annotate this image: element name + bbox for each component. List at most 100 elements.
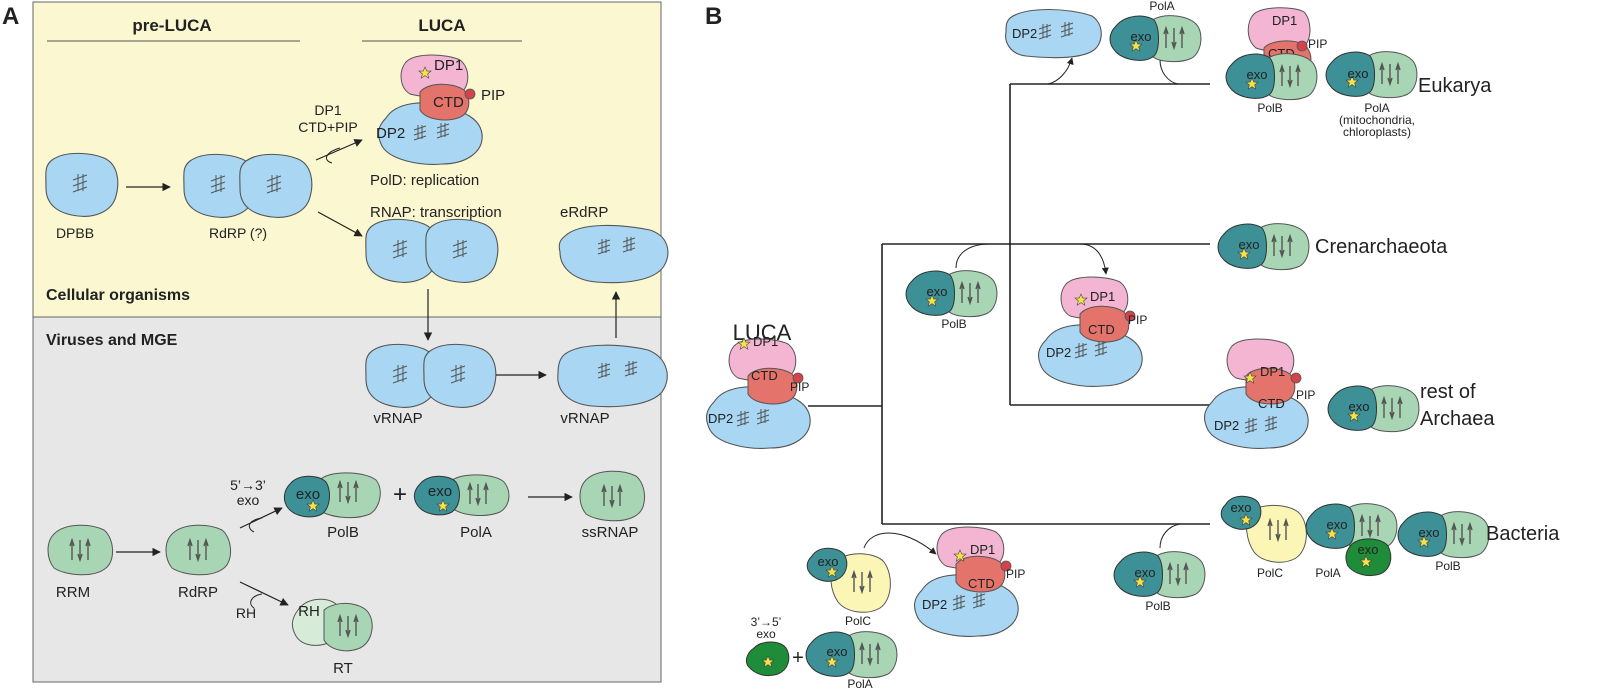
pold-a-ctd: CTD (433, 94, 464, 111)
bacteria-label: Bacteria (1486, 523, 1560, 545)
pold-a-dp2: DP2 (376, 125, 405, 142)
vrnap-label-1: vRNAP (373, 410, 422, 427)
luca-heading: LUCA (418, 16, 465, 35)
bottom-ctd: CTD (968, 576, 995, 591)
rest-archaea-pip: PIP (1296, 388, 1315, 402)
rest-archaea-dp1: DP1 (1260, 364, 1285, 379)
ctd-pip-arrow-label: CTD+PIP (298, 119, 358, 135)
eukarya-label: Eukarya (1418, 75, 1492, 97)
exo-5-3-arrow-label: 5’→3’ (230, 477, 266, 493)
exo-3-5-label-bottom: exo (756, 627, 776, 641)
eukarya-pola-top-label: PolA (1149, 0, 1174, 13)
archaea-label: Archaea (1420, 408, 1495, 430)
bacteria-branch-polb-exo: exo (1135, 565, 1156, 580)
rrm-protein (47, 524, 114, 576)
cellular-organisms-region (32, 1, 662, 318)
bacteria-branch-polb-label: PolB (1145, 599, 1170, 613)
bottom-polc (806, 547, 891, 613)
crenarchaeota-polb (1218, 224, 1309, 270)
free-exo-domain (745, 641, 790, 677)
panel-b-letter: B (705, 3, 722, 30)
phylogenetic-tree (808, 83, 1210, 525)
eukarya-polb (1226, 54, 1317, 100)
mid-pip: PIP (1128, 313, 1147, 327)
bottom-dp1: DP1 (970, 542, 995, 557)
mid-dp2: DP2 (1046, 345, 1071, 360)
dpbb-protein (45, 152, 119, 217)
bottom-pola-exo: exo (827, 644, 848, 659)
rest-of-label: rest of (1420, 381, 1476, 403)
luca-dp2: DP2 (708, 411, 733, 426)
pold-replication-caption: PolD: replication (370, 172, 479, 189)
rest-archaea-dp2: DP2 (1214, 418, 1239, 433)
erdrp-protein (558, 224, 669, 284)
exo-3-5-label: 3’→5’ (751, 615, 782, 629)
bottom-pola (806, 632, 897, 678)
bacteria-pola-exo2: exo (1358, 542, 1379, 557)
polb-a-exo: exo (296, 486, 320, 503)
archaea-polb-branch (906, 271, 997, 317)
mid-ctd: CTD (1088, 322, 1115, 337)
pold-a-dp1: DP1 (434, 57, 463, 74)
bottom-pip: PIP (1006, 567, 1025, 581)
pola-mito-line3: chloroplasts) (1343, 125, 1411, 139)
polb-a-label: PolB (327, 524, 359, 541)
crenarchaeota-exo: exo (1239, 237, 1260, 252)
bottom-pola-label: PolA (847, 677, 872, 691)
vrnap-label-2: vRNAP (560, 410, 609, 427)
rnap-transcription-caption: RNAP: transcription (370, 204, 502, 221)
pola-mito-line2: (mitochondria, (1339, 113, 1415, 127)
bacteria-pola-label: PolA (1315, 566, 1340, 580)
luca-ctd: CTD (751, 368, 778, 383)
plus-a: + (393, 481, 407, 508)
mid-dp1: DP1 (1090, 289, 1115, 304)
dp1-arrow-label: DP1 (314, 102, 341, 118)
pola-a-label: PolA (460, 524, 492, 541)
eukarya-dp2-protein (1005, 8, 1102, 59)
crenarchaeota-label: Crenarchaeota (1315, 236, 1448, 258)
bottom-pold (913, 526, 1019, 637)
bacteria-pola-exo: exo (1327, 517, 1348, 532)
rt-label: RT (333, 660, 353, 677)
bottom-dp2: DP2 (922, 597, 947, 612)
eukarya-pola-top-exo: exo (1131, 29, 1152, 44)
ssrnap-label: ssRNAP (582, 524, 639, 541)
eukarya-dp2-label: DP2 (1012, 26, 1037, 41)
bacteria-polc-exo: exo (1231, 500, 1252, 515)
bottom-polc-exo: exo (818, 554, 839, 569)
viruses-mge-label: Viruses and MGE (46, 332, 178, 349)
vrnap-fused-2 (557, 344, 668, 408)
rt-rh-label: RH (298, 603, 320, 620)
archaea-polb-exo: exo (927, 284, 948, 299)
eukarya-dp1: DP1 (1272, 13, 1297, 28)
dpbb-label: DPBB (56, 225, 94, 241)
rdrp-label: RdRP (178, 584, 218, 601)
pold-a-pip: PIP (481, 87, 505, 104)
rest-archaea-polb (1328, 386, 1419, 432)
rt-protein (291, 598, 373, 652)
rdrp-dimer (183, 153, 313, 218)
bacteria-polc (1220, 495, 1307, 563)
eukarya-pola-organelle-exo: exo (1348, 66, 1369, 81)
eukarya-polb-label: PolB (1257, 101, 1282, 115)
bacteria-polb (1398, 512, 1489, 558)
pola-mito-line1: PolA (1364, 101, 1389, 115)
pre-luca-heading: pre-LUCA (132, 16, 211, 35)
rest-archaea-polb-exo: exo (1349, 399, 1370, 414)
luca-dp1: DP1 (753, 334, 778, 349)
rh-arrow-label: RH (236, 605, 256, 621)
bacteria-polc-label: PolC (1257, 566, 1283, 580)
eukarya-pip: PIP (1308, 37, 1327, 51)
erdrp-label: eRdRP (560, 204, 608, 221)
ssrnap-protein (579, 470, 646, 522)
bacteria-pola (1306, 504, 1397, 577)
archaea-polb-label: PolB (941, 317, 966, 331)
rdrp-protein (165, 524, 232, 576)
bacteria-polb-exo: exo (1419, 525, 1440, 540)
rdrp-question-label: RdRP (?) (209, 225, 267, 241)
rrm-label: RRM (56, 584, 90, 601)
exo-arrow-label: exo (237, 492, 260, 508)
rest-archaea-ctd: CTD (1258, 396, 1285, 411)
bacteria-polb-label: PolB (1435, 559, 1460, 573)
